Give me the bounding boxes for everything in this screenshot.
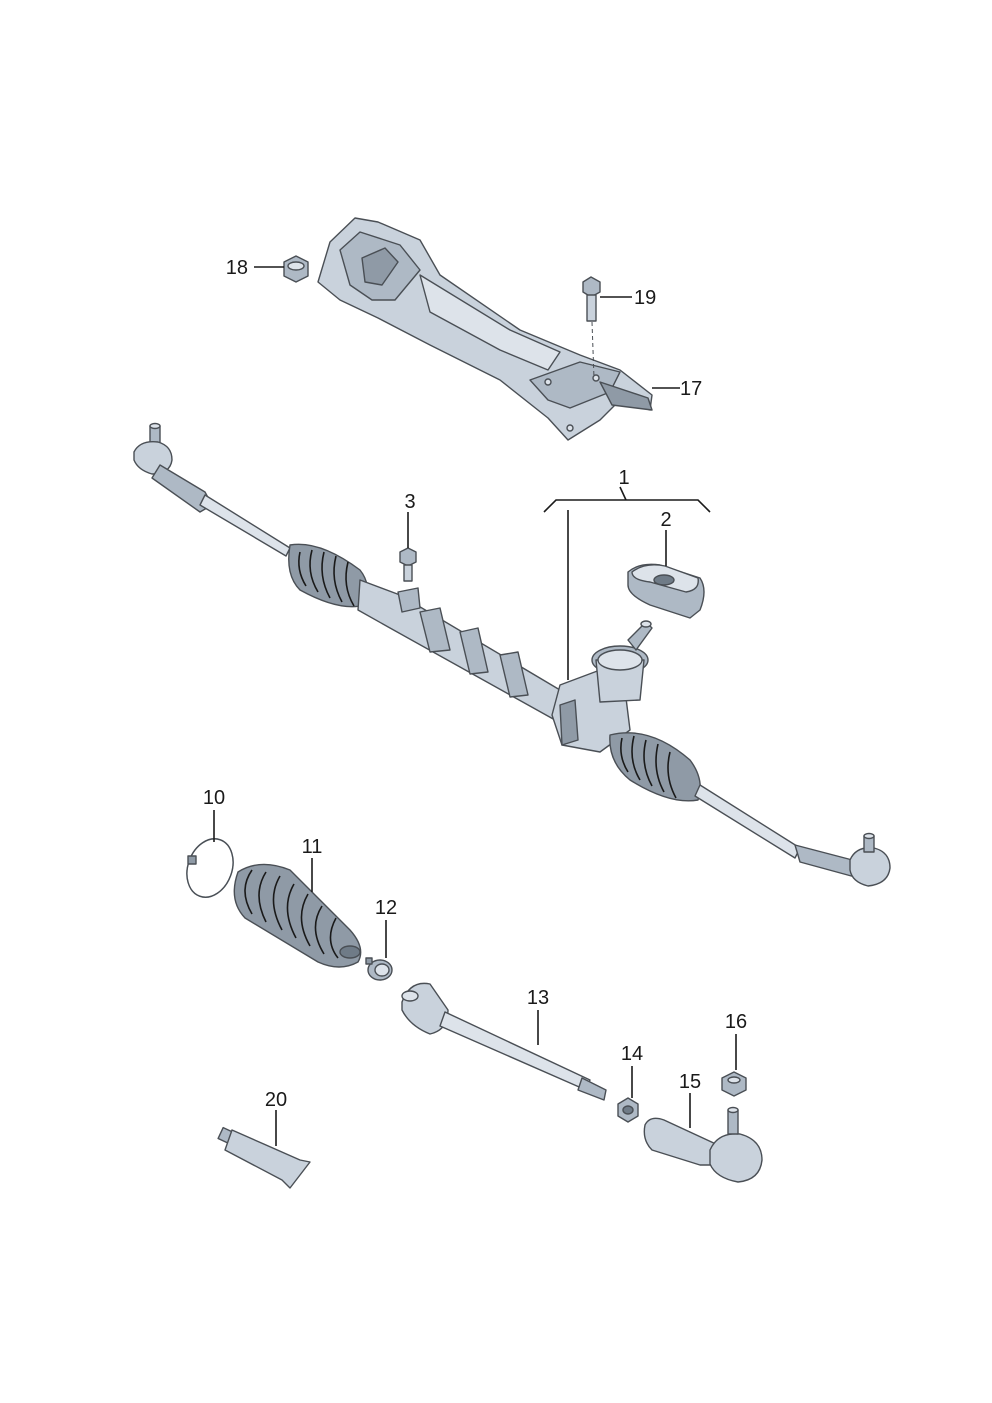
callout-2: 2 <box>660 509 671 531</box>
nut-18 <box>283 255 309 283</box>
bolt-19 <box>582 276 601 379</box>
damping-pad-2 <box>627 563 705 619</box>
callout-19: 19 <box>634 287 656 309</box>
callout-17: 17 <box>680 378 702 400</box>
heat-shield-17 <box>317 217 653 441</box>
grease-tube-20 <box>217 1126 311 1189</box>
callout-14: 14 <box>621 1043 643 1065</box>
inner-tie-rod-13 <box>401 982 607 1101</box>
callout-11: 11 <box>302 836 323 858</box>
callout-12: 12 <box>375 897 397 919</box>
nut-16 <box>721 1071 747 1097</box>
callout-16: 16 <box>725 1011 747 1033</box>
outer-tie-rod-end-15 <box>643 1106 763 1183</box>
callout-20: 20 <box>265 1089 287 1111</box>
steering-rack-assembly-1 <box>133 422 891 887</box>
clamp-10 <box>186 838 234 898</box>
boot-11 <box>233 863 362 968</box>
callout-3: 3 <box>404 491 415 513</box>
bolt-3 <box>399 547 417 582</box>
clamp-12 <box>365 957 393 981</box>
callout-labels: 1 2 3 10 11 12 13 14 15 16 17 18 19 20 <box>203 257 747 1111</box>
callout-1: 1 <box>618 467 629 489</box>
leader-1 <box>543 499 711 513</box>
callout-15: 15 <box>679 1071 701 1093</box>
callout-18: 18 <box>226 257 248 279</box>
nut-14 <box>617 1097 639 1123</box>
leader-lines <box>213 266 737 1146</box>
callout-13: 13 <box>527 987 549 1009</box>
callout-10: 10 <box>203 787 225 809</box>
